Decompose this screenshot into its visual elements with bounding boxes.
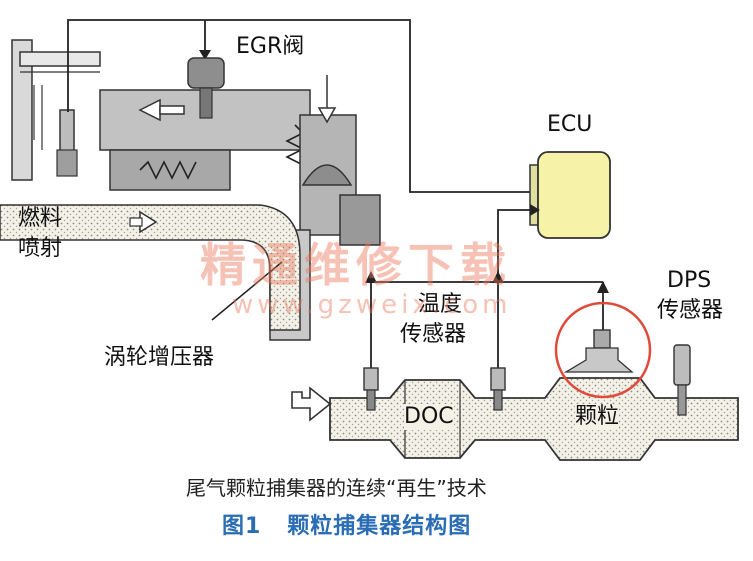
watermark-text: 精通维修下载	[200, 238, 512, 292]
sensor-signal-wires	[365, 204, 609, 370]
fuel-injection-label-line2: 喷射	[18, 236, 63, 261]
temperature-sensor-1	[363, 367, 379, 411]
turbo-leader-line	[211, 261, 283, 321]
dps-pressure-tap	[563, 329, 634, 373]
ecu-box	[529, 151, 611, 239]
dps-highlight-circle	[554, 301, 652, 399]
fuel-injection-label-line1: 燃料	[18, 206, 63, 231]
ecu-label: ECU	[547, 112, 593, 137]
engine-egr-turbo-block	[99, 57, 381, 341]
dps-sensor-label-line1: DPS	[667, 268, 712, 293]
doc-label: DOC	[404, 404, 454, 431]
figure-title: 图1 颗粒捕集器结构图	[222, 514, 472, 539]
watermark-url: www.gzweix.com	[232, 290, 512, 320]
particle-filter-label: 颗粒	[575, 404, 620, 431]
fuel-injector-assembly	[11, 39, 101, 181]
exhaust-inlet-arrow	[291, 386, 332, 422]
temperature-sensor-label-line1: 温度	[418, 292, 463, 317]
dps-sensor-label-line2: 传感器	[657, 298, 724, 323]
intake-channel	[0, 204, 301, 331]
temperature-sensor-label-line2: 传感器	[400, 322, 467, 347]
egr-valve-label: EGR阀	[236, 34, 305, 59]
diagram-caption: 尾气颗粒捕集器的连续“再生”技术	[186, 476, 487, 500]
exhaust-pipe	[329, 377, 739, 461]
dps-sensor-probe	[673, 344, 691, 416]
turbocharger-label: 涡轮增压器	[104, 345, 215, 370]
temperature-sensor-2	[490, 367, 506, 411]
